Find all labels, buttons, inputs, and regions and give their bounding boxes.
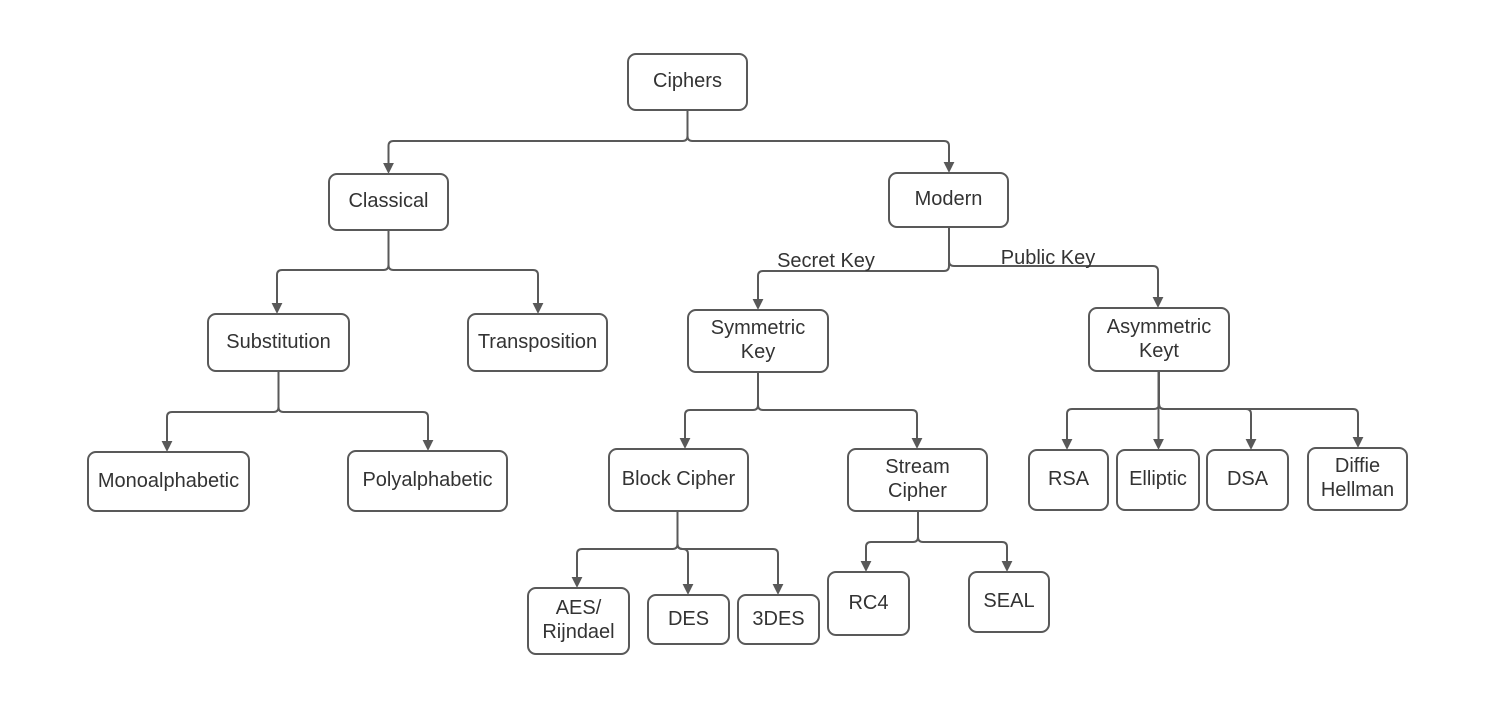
node-monoalphabetic: Monoalphabetic xyxy=(87,451,250,512)
node-symmetric-key: Symmetric Key xyxy=(687,309,829,373)
edge-block-3des xyxy=(676,512,784,595)
edge-modern-asymmetric-key xyxy=(948,228,1164,308)
node-block-cipher: Block Cipher xyxy=(608,448,749,512)
node-3des: 3DES xyxy=(737,594,820,645)
edge-asymmetric-dsa xyxy=(1158,372,1257,450)
edge-block-aes-rijndael xyxy=(571,512,679,588)
edge-stream-seal xyxy=(917,512,1013,572)
node-ciphers: Ciphers xyxy=(627,53,748,111)
node-aes-rijndael: AES/ Rijndael xyxy=(527,587,630,655)
node-stream-cipher: Stream Cipher xyxy=(847,448,988,512)
edge-ciphers-modern xyxy=(686,111,955,173)
node-elliptic: Elliptic xyxy=(1116,449,1200,511)
node-asymmetric-key: Asymmetric Keyt xyxy=(1088,307,1230,372)
edge-symmetric-block-cipher xyxy=(679,373,759,449)
node-rsa: RSA xyxy=(1028,449,1109,511)
node-classical: Classical xyxy=(328,173,449,231)
edge-modern-symmetric-key xyxy=(752,228,950,310)
node-seal: SEAL xyxy=(968,571,1050,633)
edge-classical-transposition xyxy=(387,231,544,314)
edges xyxy=(161,111,1364,595)
edge-asymmetric-rsa xyxy=(1061,372,1160,450)
edge-ciphers-classical xyxy=(383,111,689,174)
node-diffie-hellman: Diffie Hellman xyxy=(1307,447,1408,511)
node-des: DES xyxy=(647,594,730,645)
edge-label-public-key: Public Key xyxy=(1000,247,1096,269)
node-substitution: Substitution xyxy=(207,313,350,372)
edge-symmetric-stream-cipher xyxy=(757,373,923,449)
node-transposition: Transposition xyxy=(467,313,608,372)
edge-label-secret-key: Secret Key xyxy=(777,250,875,272)
node-polyalphabetic: Polyalphabetic xyxy=(347,450,508,512)
node-rc4: RC4 xyxy=(827,571,910,636)
node-dsa: DSA xyxy=(1206,449,1289,511)
edge-substitution-polyalphabetic xyxy=(277,372,434,451)
edge-asymmetric-diffie-hellman xyxy=(1158,372,1364,448)
edge-stream-rc4 xyxy=(860,512,919,572)
edge-classical-substitution xyxy=(271,231,390,314)
edge-substitution-monoalphabetic xyxy=(161,372,280,452)
node-modern: Modern xyxy=(888,172,1009,228)
